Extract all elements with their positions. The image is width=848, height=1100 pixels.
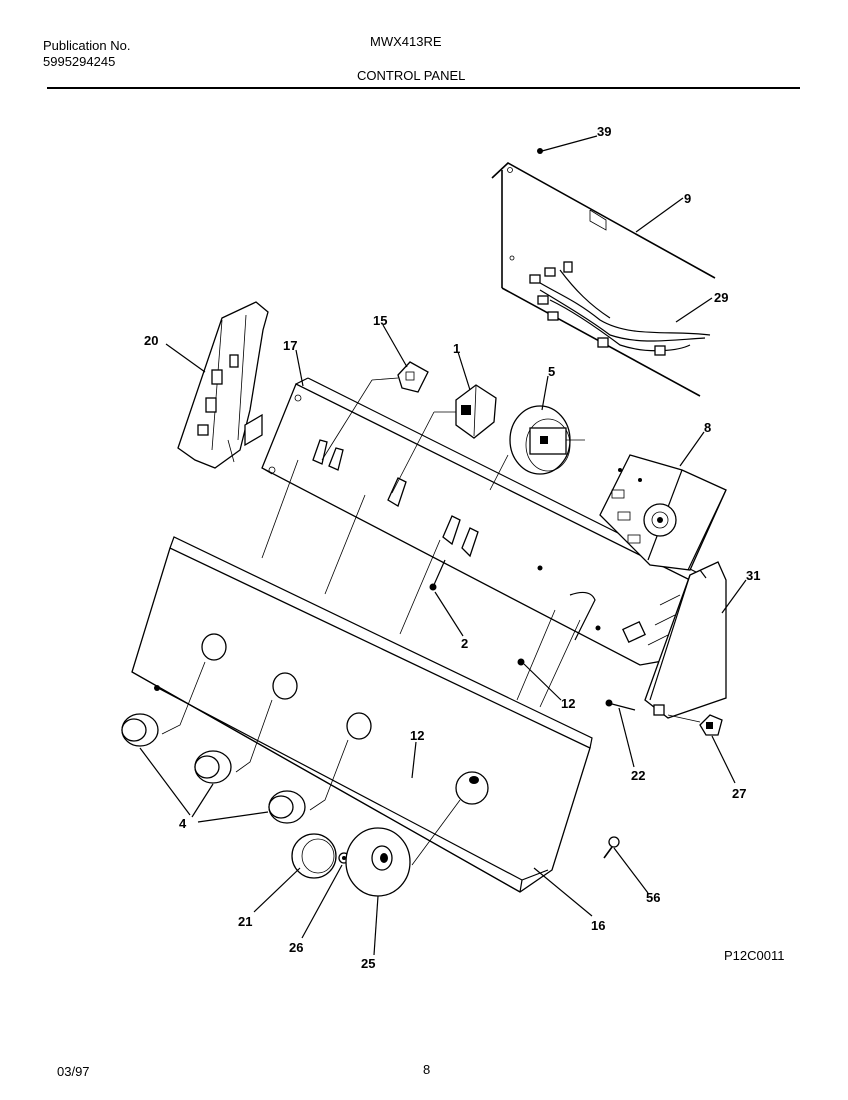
callout-2: 2 <box>461 636 468 651</box>
part-21-knob-cap <box>291 833 337 879</box>
part-4-knob-1 <box>121 713 159 747</box>
part-12-screw-upper <box>517 658 525 666</box>
section-title: CONTROL PANEL <box>357 68 466 83</box>
callout-4: 4 <box>179 816 187 831</box>
callout-15: 15 <box>373 313 387 328</box>
callout-5: 5 <box>548 364 555 379</box>
part-16-console-fascia <box>131 536 593 893</box>
part-9-rear-panel <box>491 162 716 397</box>
part-56-screw <box>603 836 620 859</box>
callout-21: 21 <box>238 914 252 929</box>
callout-16: 16 <box>591 918 605 933</box>
part-20-side-bracket <box>177 301 269 469</box>
diagram-code: P12C0011 <box>724 948 785 963</box>
part-4-knob-2 <box>194 750 232 784</box>
part-17-panel-plate <box>261 377 697 666</box>
part-27-clip <box>667 714 723 736</box>
callout-56: 56 <box>646 890 660 905</box>
part-22-screw <box>605 699 636 711</box>
footer-page-number: 8 <box>423 1062 431 1077</box>
callout-1: 1 <box>453 341 460 356</box>
part-5-rotary-switch <box>489 405 585 491</box>
part-29-wire-harness <box>529 261 711 356</box>
callout-22: 22 <box>631 768 645 783</box>
footer-date: 03/97 <box>57 1064 90 1079</box>
publication-number: 5995294245 <box>43 54 116 69</box>
header-rule <box>47 87 800 89</box>
model-number: MWX413RE <box>370 34 442 49</box>
callout-9: 9 <box>684 191 691 206</box>
part-31-end-cap <box>644 561 727 719</box>
callout-29: 29 <box>714 290 728 305</box>
callout-17: 17 <box>283 338 297 353</box>
callout-labels: 39 9 29 20 17 15 1 5 8 31 2 12 12 22 27 … <box>144 124 760 971</box>
part-1-switch-block <box>391 384 497 494</box>
callout-12-upper: 12 <box>561 696 575 711</box>
callout-31: 31 <box>746 568 760 583</box>
part-25-dial <box>345 827 411 897</box>
callout-8: 8 <box>704 420 711 435</box>
publication-label: Publication No. <box>43 38 131 53</box>
callout-leaders <box>139 135 747 956</box>
part-4-knob-3 <box>268 790 306 824</box>
callout-39: 39 <box>597 124 611 139</box>
part-2-screw <box>429 559 446 591</box>
callout-27: 27 <box>732 786 746 801</box>
part-8-timer <box>599 454 727 571</box>
callout-20: 20 <box>144 333 158 348</box>
callout-25: 25 <box>361 956 375 971</box>
callout-12-lower: 12 <box>410 728 424 743</box>
callout-26: 26 <box>289 940 303 955</box>
assembly-guide-lines <box>161 459 581 866</box>
part-15-switch <box>321 361 429 461</box>
